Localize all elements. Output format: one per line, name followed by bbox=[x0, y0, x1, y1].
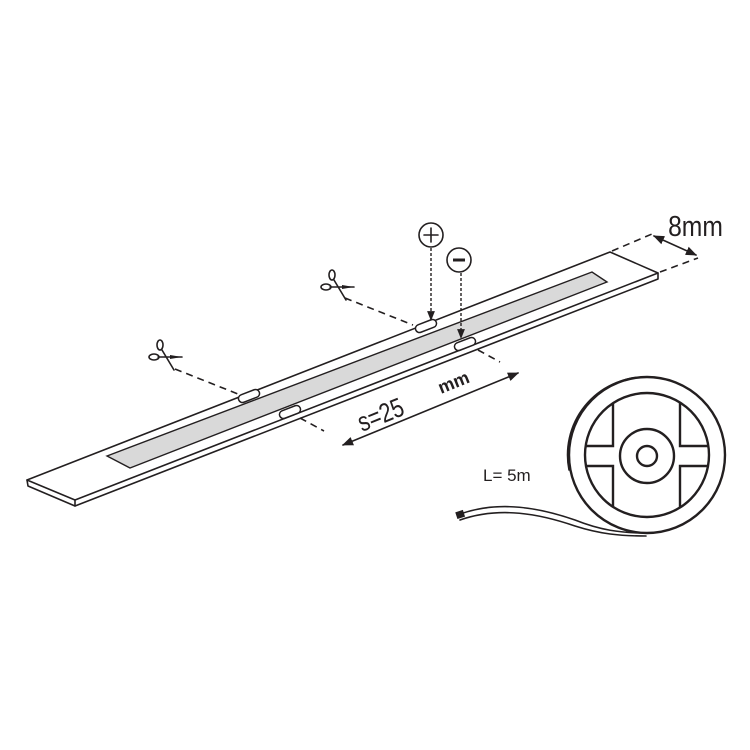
spacing-arrow bbox=[341, 372, 520, 446]
pad-plus-1 bbox=[414, 318, 438, 334]
pad-minus-2 bbox=[278, 404, 302, 420]
width-dimension: 8mm bbox=[611, 210, 723, 273]
minus-terminal bbox=[446, 247, 472, 339]
plus-terminal bbox=[418, 222, 444, 321]
plus-terminal-icon bbox=[418, 222, 444, 248]
reel-spokes bbox=[586, 403, 708, 507]
spacing-unit: mm bbox=[435, 367, 472, 398]
cable bbox=[459, 505, 647, 534]
cable bbox=[459, 511, 647, 537]
led-emitting-area bbox=[105, 271, 609, 469]
length-label: L= 5m bbox=[483, 466, 531, 485]
spacing-value: s=25 bbox=[353, 393, 408, 438]
pad-plus-2 bbox=[237, 388, 261, 404]
connector bbox=[455, 509, 466, 520]
reel-hub bbox=[618, 427, 676, 485]
spacing-dimension: s=25 mm bbox=[299, 349, 520, 446]
scissors-icon bbox=[320, 269, 355, 301]
solder-pads bbox=[237, 318, 477, 420]
strip-side-face bbox=[26, 272, 659, 507]
reel-inner-ring bbox=[583, 391, 711, 519]
width-arrow bbox=[652, 235, 698, 256]
extension-line bbox=[477, 349, 501, 363]
cut-line bbox=[174, 368, 239, 395]
led-strip bbox=[26, 251, 659, 507]
tape-reel-icon bbox=[455, 375, 727, 537]
extension-line bbox=[611, 233, 653, 252]
minus-terminal-icon bbox=[446, 247, 472, 273]
width-label: 8mm bbox=[668, 210, 723, 242]
cut-line bbox=[344, 297, 414, 326]
pad-minus-1 bbox=[453, 336, 477, 352]
extension-line bbox=[659, 257, 699, 273]
extension-line bbox=[299, 417, 325, 432]
reel-outer bbox=[567, 375, 727, 535]
reel-axle bbox=[635, 444, 659, 468]
scissors-icon bbox=[148, 339, 183, 371]
